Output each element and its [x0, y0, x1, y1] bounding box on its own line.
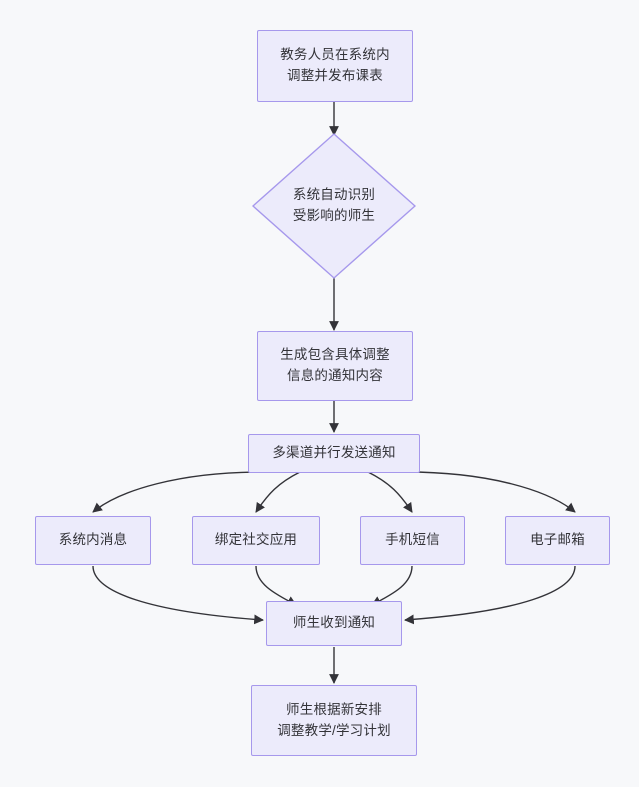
- node-generate-notice-content[interactable]: 生成包含具体调整 信息的通知内容: [257, 331, 413, 401]
- node-receive-notification[interactable]: 师生收到通知: [266, 601, 402, 646]
- node-identify-affected-label: 系统自动识别 受影响的师生: [292, 187, 376, 223]
- edge-n4-n8: [405, 471, 576, 513]
- node-channel-social-app[interactable]: 绑定社交应用: [192, 516, 320, 565]
- node-multichannel-send[interactable]: 多渠道并行发送通知: [248, 434, 420, 473]
- edge-n4-n6: [255, 471, 301, 513]
- edge-n6-n9: [255, 565, 297, 606]
- node-channel-in-system-message[interactable]: 系统内消息: [35, 516, 151, 565]
- edge-n5-n9: [92, 565, 264, 625]
- node-publish-schedule[interactable]: 教务人员在系统内 调整并发布课表: [257, 30, 413, 102]
- node-channel-sms[interactable]: 手机短信: [360, 516, 465, 565]
- node-identify-affected[interactable]: 系统自动识别 受影响的师生: [252, 133, 416, 279]
- edge-n8-n9: [404, 565, 576, 625]
- node-channel-email[interactable]: 电子邮箱: [505, 516, 610, 565]
- edge-n4-n5: [92, 471, 263, 513]
- node-adjust-plan[interactable]: 师生根据新安排 调整教学/学习计划: [251, 685, 417, 756]
- edge-n4-n7: [367, 471, 413, 513]
- edge-n7-n9: [371, 565, 413, 606]
